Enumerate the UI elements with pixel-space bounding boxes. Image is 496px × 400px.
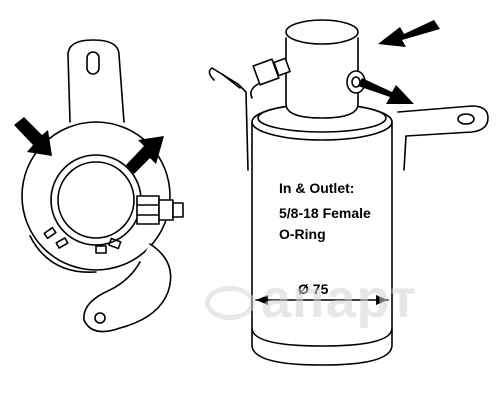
outlet-arrow-right <box>126 136 164 174</box>
bracket-left-inner <box>221 73 241 89</box>
ring-clip-left-1 <box>43 226 57 240</box>
connection-label-line-3: O-Ring <box>279 226 326 242</box>
diameter-label: Ø 75 <box>298 281 329 297</box>
lower-mounting-tab <box>83 243 172 333</box>
canister-top-outer <box>50 154 142 246</box>
inlet-arrow-left <box>14 117 52 156</box>
bracket-left-arm <box>208 67 249 171</box>
side-fitting-body <box>136 195 160 225</box>
side-fitting-hex <box>158 199 174 221</box>
upper-tab-slot <box>86 51 100 75</box>
ring-clip-bottom-1 <box>95 245 107 254</box>
canister-top-inner <box>57 161 135 239</box>
watermark-logo-icon <box>205 285 255 320</box>
ring-clip-bottom-2 <box>108 237 122 250</box>
dome-neck <box>285 37 359 119</box>
watermark: апарт <box>205 268 417 330</box>
canister-body <box>251 121 393 366</box>
bracket-right-hole <box>457 113 475 125</box>
connection-label-line-2: 5/8-18 Female <box>279 205 371 221</box>
ring-clip-left-2 <box>55 237 69 249</box>
side-fitting-nut <box>172 202 184 218</box>
watermark-text: апарт <box>261 269 418 329</box>
canister-lower-band <box>251 327 393 347</box>
dome-top <box>285 19 359 45</box>
lower-tab-hole <box>94 312 106 324</box>
outlet-arrow-side <box>358 78 414 104</box>
flange-edge <box>29 235 97 273</box>
upper-mounting-tab <box>67 39 125 123</box>
diameter-dimension <box>255 295 389 305</box>
connection-label-line-1: In & Outlet: <box>279 180 355 196</box>
top-view <box>14 39 184 333</box>
bracket-right-arm <box>397 105 489 171</box>
inlet-arrow-top <box>378 20 440 47</box>
left-side-fitting <box>250 57 291 99</box>
side-view <box>208 19 489 366</box>
